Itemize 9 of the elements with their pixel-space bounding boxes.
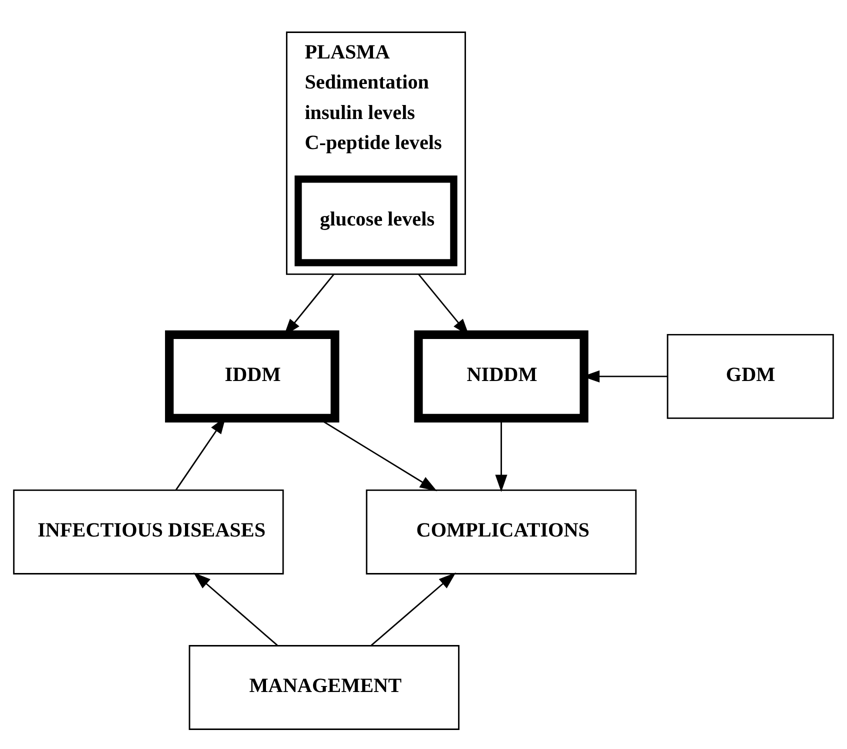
node-box: NIDDM (414, 330, 588, 422)
node-box: MANAGEMENT (188, 644, 460, 730)
node-box: glucose levels (294, 175, 458, 266)
arrow (193, 572, 278, 646)
arrow (370, 572, 456, 646)
node-box: INFECTIOUS DISEASES (13, 488, 284, 574)
node-box: IDDM (165, 330, 340, 422)
node-box: COMPLICATIONS (366, 488, 637, 574)
node-box: GDM (666, 333, 834, 418)
